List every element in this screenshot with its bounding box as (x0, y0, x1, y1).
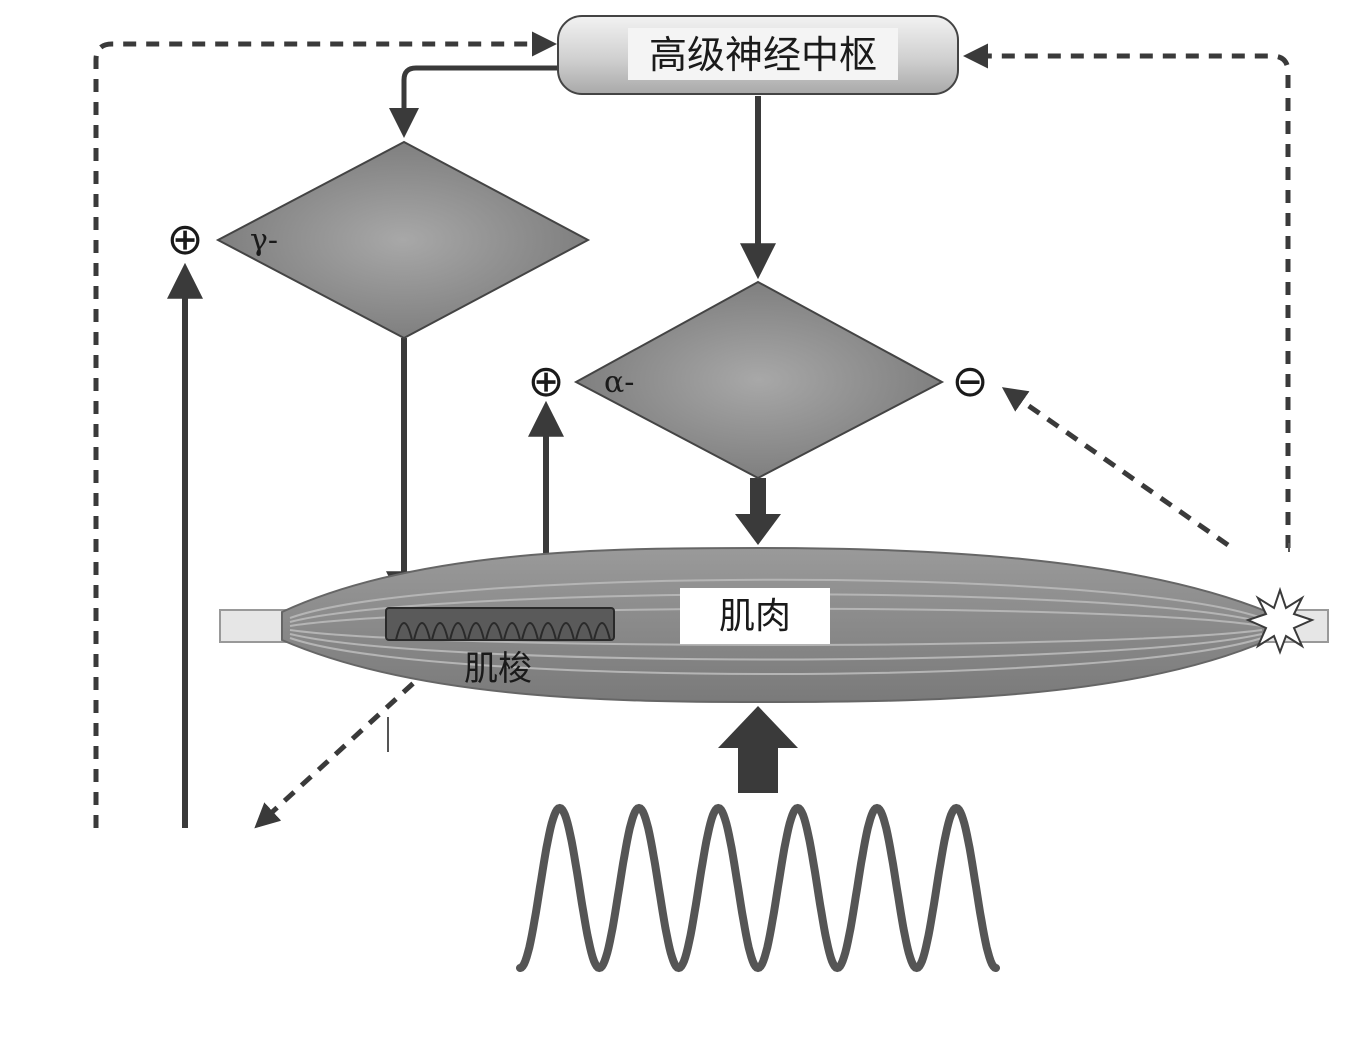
alpha-to-muscle-thick-arrow (735, 478, 781, 545)
gamma-plus-sign: ⊕ (167, 214, 204, 265)
tendon-to-alpha-dashed-arrow (1001, 387, 1230, 548)
alpha-minus-sign: ⊖ (952, 356, 989, 407)
higher-center-label: 高级神经中枢 (649, 33, 877, 77)
vibration-to-muscle-thick-arrow (718, 706, 798, 793)
higher-center-label-box (628, 28, 898, 80)
muscle-label: 肌肉 (719, 596, 791, 637)
gamma-neuron-diamond (215, 140, 591, 340)
alpha-neuron-label: α- (604, 365, 634, 400)
center-to-gamma-arrow (389, 65, 558, 138)
gamma-neuron-label: γ- (250, 223, 278, 258)
vibration-wave (516, 803, 1000, 973)
right-feedback-dashed-path (963, 43, 1291, 548)
spindle-coil (395, 622, 611, 641)
spindle-afferent-dashed-arrow (254, 666, 432, 829)
alpha-plus-sign: ⊕ (528, 356, 565, 407)
muscle-label-box (680, 588, 830, 644)
left-tendon (219, 609, 291, 643)
alpha-neuron-diamond (573, 280, 945, 480)
muscle-spindle (385, 607, 615, 641)
spindle-label: 肌梭 (464, 649, 532, 689)
left-feedback-dashed-path (93, 31, 557, 828)
tendon-organ-star (1245, 586, 1315, 655)
